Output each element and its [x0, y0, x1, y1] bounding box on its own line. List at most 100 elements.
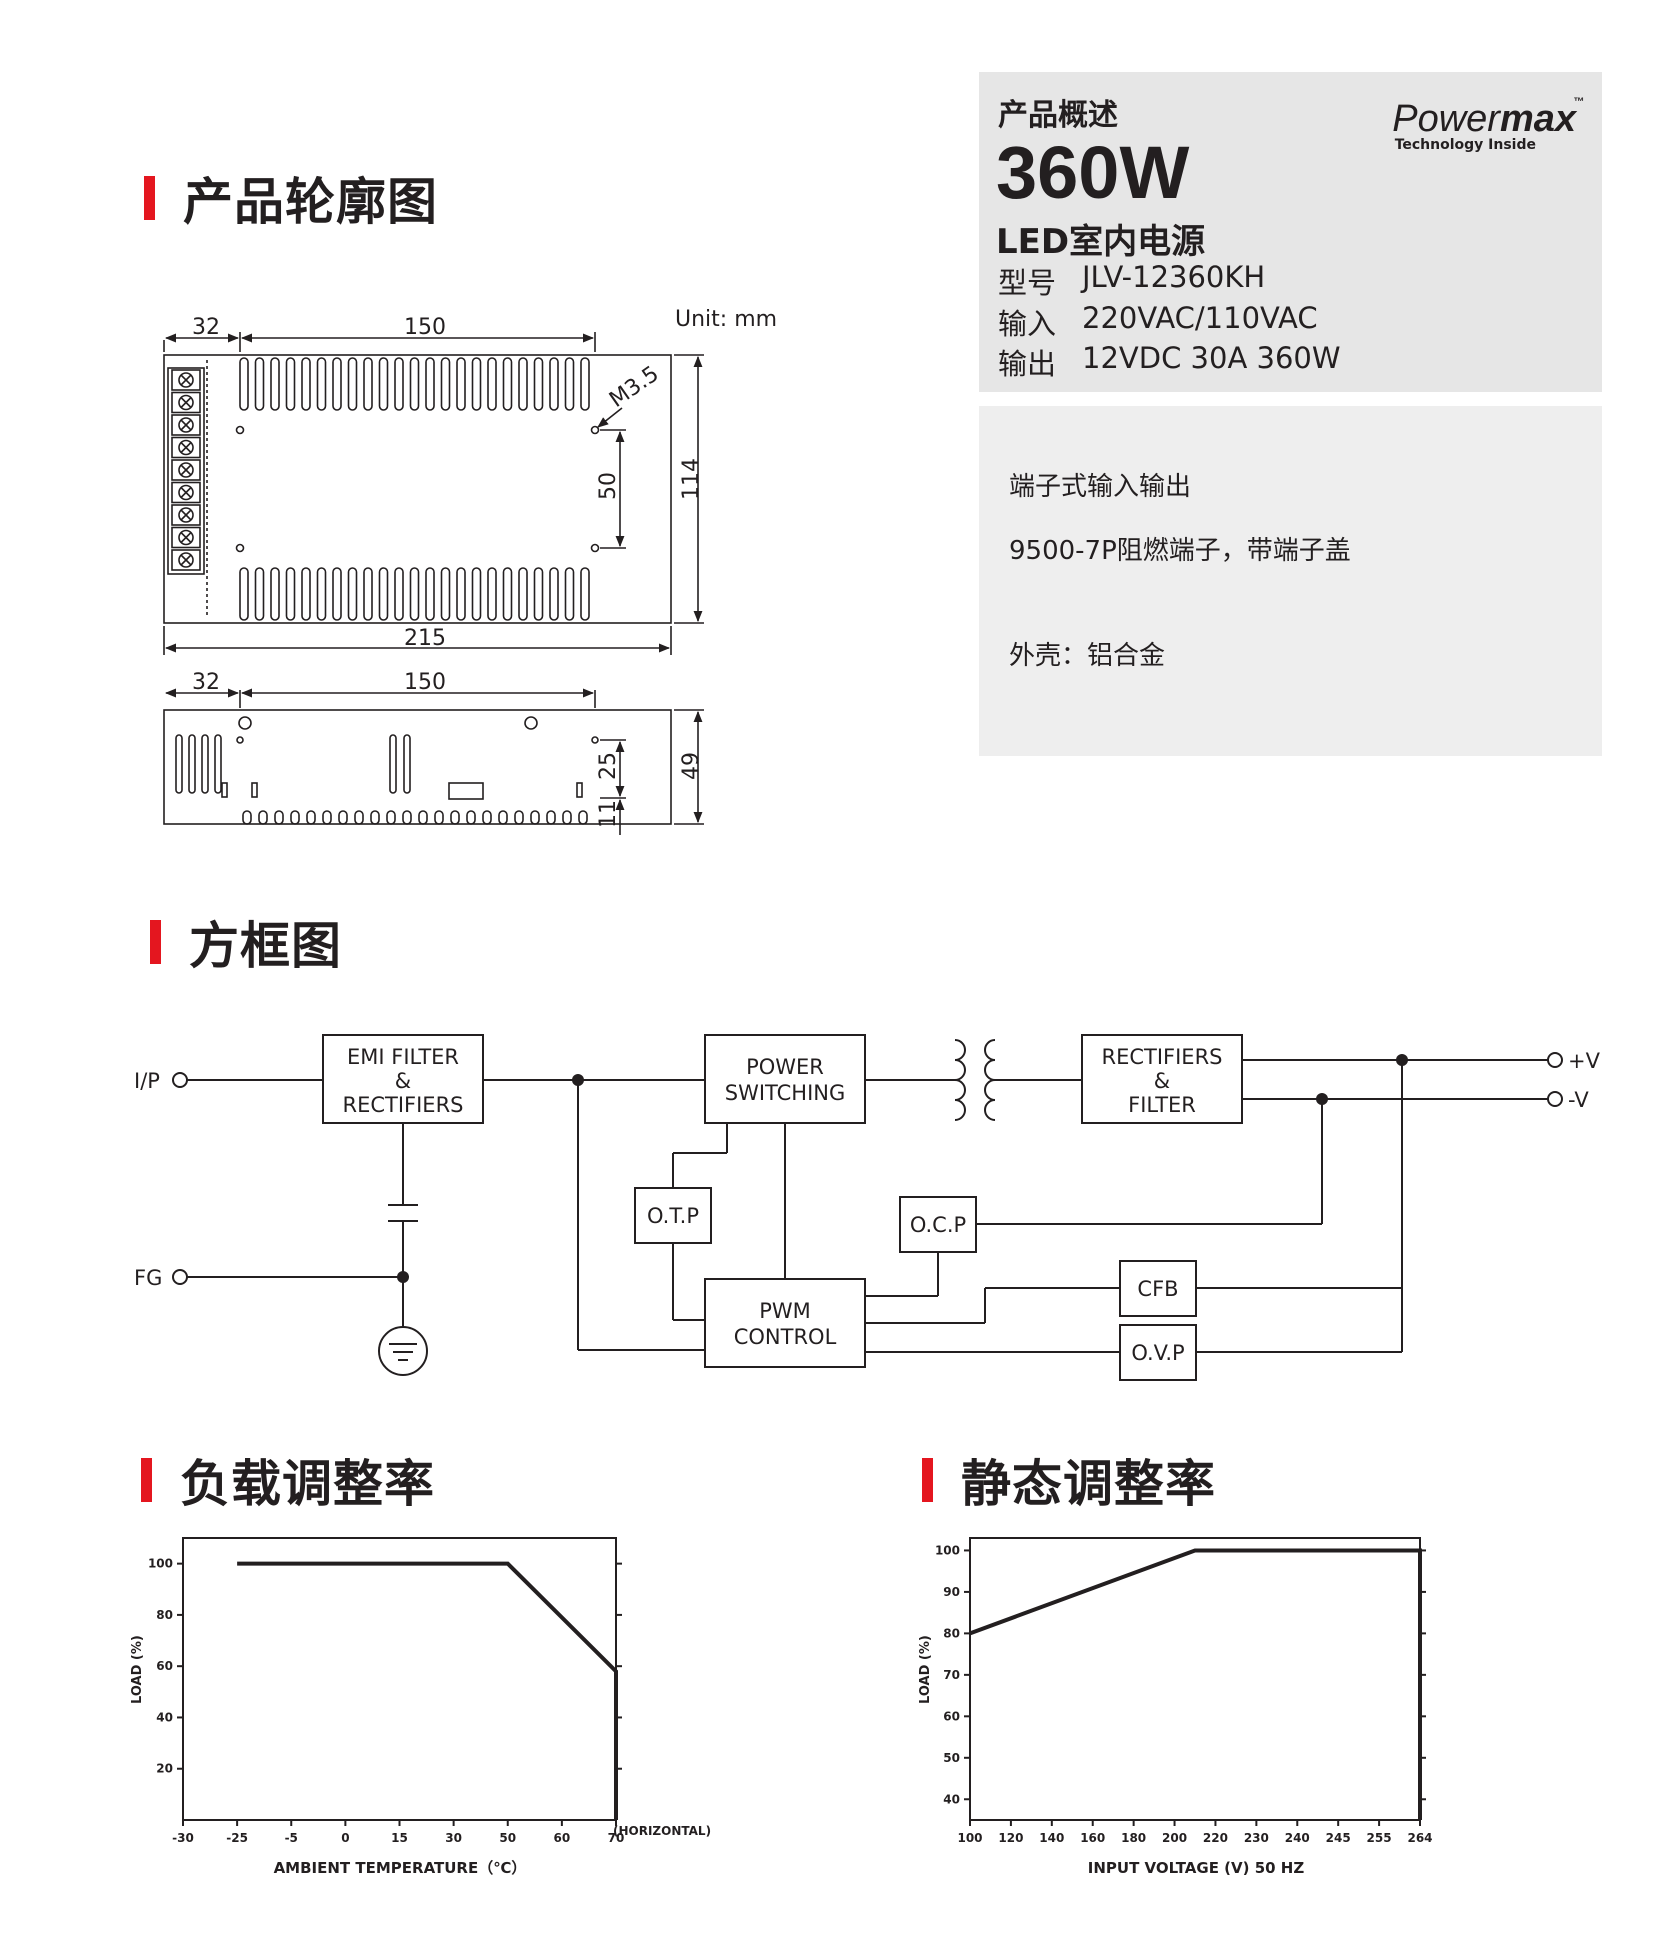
side-view-case	[163, 709, 672, 825]
dim-11: 11	[596, 800, 621, 828]
fin	[487, 567, 497, 621]
ground-icon	[378, 1326, 428, 1376]
load-series-line	[237, 1561, 618, 1820]
fin	[301, 357, 311, 411]
fin	[338, 810, 348, 825]
side-screw	[238, 716, 252, 730]
y-tick-label: 90	[943, 1585, 960, 1599]
vplus-label: +V	[1568, 1049, 1601, 1073]
logo-tagline: Technology Inside	[1394, 137, 1536, 153]
dim-25: 25	[596, 752, 621, 780]
terminal-screws	[171, 369, 201, 571]
overview-label: 产品概述	[998, 98, 1118, 133]
terminal-cell	[171, 526, 201, 549]
wattage: 360W	[996, 131, 1190, 214]
fin	[239, 567, 249, 621]
terminal-screw	[178, 439, 194, 456]
feature-item: 9500-7P阻燃端子，带端子盖	[1009, 536, 1351, 566]
top-view-case	[163, 354, 672, 624]
fin	[274, 810, 284, 825]
fin	[578, 810, 588, 825]
junction-dot	[1316, 1093, 1328, 1105]
fin	[332, 357, 342, 411]
logo-bold: max	[1499, 98, 1576, 140]
terminal-cross	[180, 396, 192, 409]
title-bar	[150, 920, 161, 964]
x-axis-label: INPUT VOLTAGE (V) 50 HZ	[1088, 1859, 1305, 1877]
x-tick-label: 245	[1326, 1831, 1351, 1845]
section-title-text: 负载调整率	[180, 1455, 435, 1513]
y-tick-label: 60	[156, 1659, 173, 1673]
x-tick-label: 15	[391, 1831, 408, 1845]
x-tick-label: 160	[1080, 1831, 1105, 1845]
plot-frame	[969, 1537, 1421, 1821]
fin	[440, 567, 451, 621]
y-tick-label: 100	[148, 1557, 173, 1571]
x-tick-label: 140	[1039, 1831, 1064, 1845]
power-label-2: SWITCHING	[725, 1081, 846, 1105]
y-tick-label: 80	[943, 1626, 960, 1640]
fin	[347, 567, 358, 621]
dim-114: 114	[679, 458, 704, 500]
y-tick-label: 100	[935, 1543, 960, 1557]
fin	[502, 567, 513, 621]
fin	[394, 357, 404, 411]
fin	[285, 357, 296, 411]
terminal-cross	[180, 441, 192, 454]
terminal-screw	[178, 372, 194, 388]
junction-dot	[397, 1271, 409, 1283]
feature-item: 外壳：铝合金	[1009, 641, 1166, 671]
spec-value: 12VDC 30A 360W	[1082, 341, 1341, 375]
section-title-load: 负载调整率	[141, 1444, 435, 1516]
dim-215: 215	[404, 626, 446, 651]
x-tick-label: 0	[341, 1831, 349, 1845]
transformer-primary	[954, 1039, 966, 1121]
fin	[258, 810, 268, 825]
logo-light: Power	[1392, 98, 1500, 140]
spec-value: JLV-12360KH	[1082, 260, 1266, 294]
section-title-outline: 产品轮廓图	[144, 162, 438, 234]
dim-50: 50	[596, 472, 621, 500]
dim-150b: 150	[404, 670, 446, 695]
terminal-cell	[171, 481, 201, 504]
fin	[363, 357, 373, 411]
fin	[378, 567, 389, 621]
fin	[498, 810, 508, 825]
otp-label: O.T.P	[647, 1204, 699, 1228]
dim-32a: 32	[192, 315, 220, 340]
fin	[533, 357, 544, 411]
y-tick-label: 40	[943, 1792, 960, 1806]
fin	[434, 810, 444, 825]
x-axis-note: (HORIZONTAL)	[613, 1824, 711, 1838]
x-tick-label: 180	[1121, 1831, 1146, 1845]
fin	[347, 357, 358, 411]
fin	[370, 810, 380, 825]
logo-wordmark: Powermax ™	[1392, 96, 1584, 141]
section-title-text: 静态调整率	[961, 1455, 1216, 1513]
side-slot	[201, 734, 209, 794]
terminal-screw	[178, 394, 194, 411]
fin	[514, 810, 524, 825]
mount-hole	[235, 425, 245, 435]
terminal-screw	[178, 462, 194, 478]
y-tick-label: 50	[943, 1751, 960, 1765]
section-title-block: 方框图	[150, 906, 342, 978]
fin	[322, 810, 332, 825]
section-title-text: 方框图	[189, 917, 342, 975]
spec-key: 输入	[998, 307, 1057, 341]
fg-label: FG	[134, 1266, 162, 1290]
mount-hole	[590, 543, 600, 553]
fin	[546, 810, 556, 825]
terminal-cross	[180, 464, 192, 476]
title-bar	[141, 1458, 152, 1502]
spec-key: 输出	[998, 347, 1057, 381]
fin	[409, 567, 420, 621]
side-small-slot	[221, 782, 228, 798]
x-tick-label: 100	[957, 1831, 982, 1845]
dim-32b: 32	[192, 670, 220, 695]
